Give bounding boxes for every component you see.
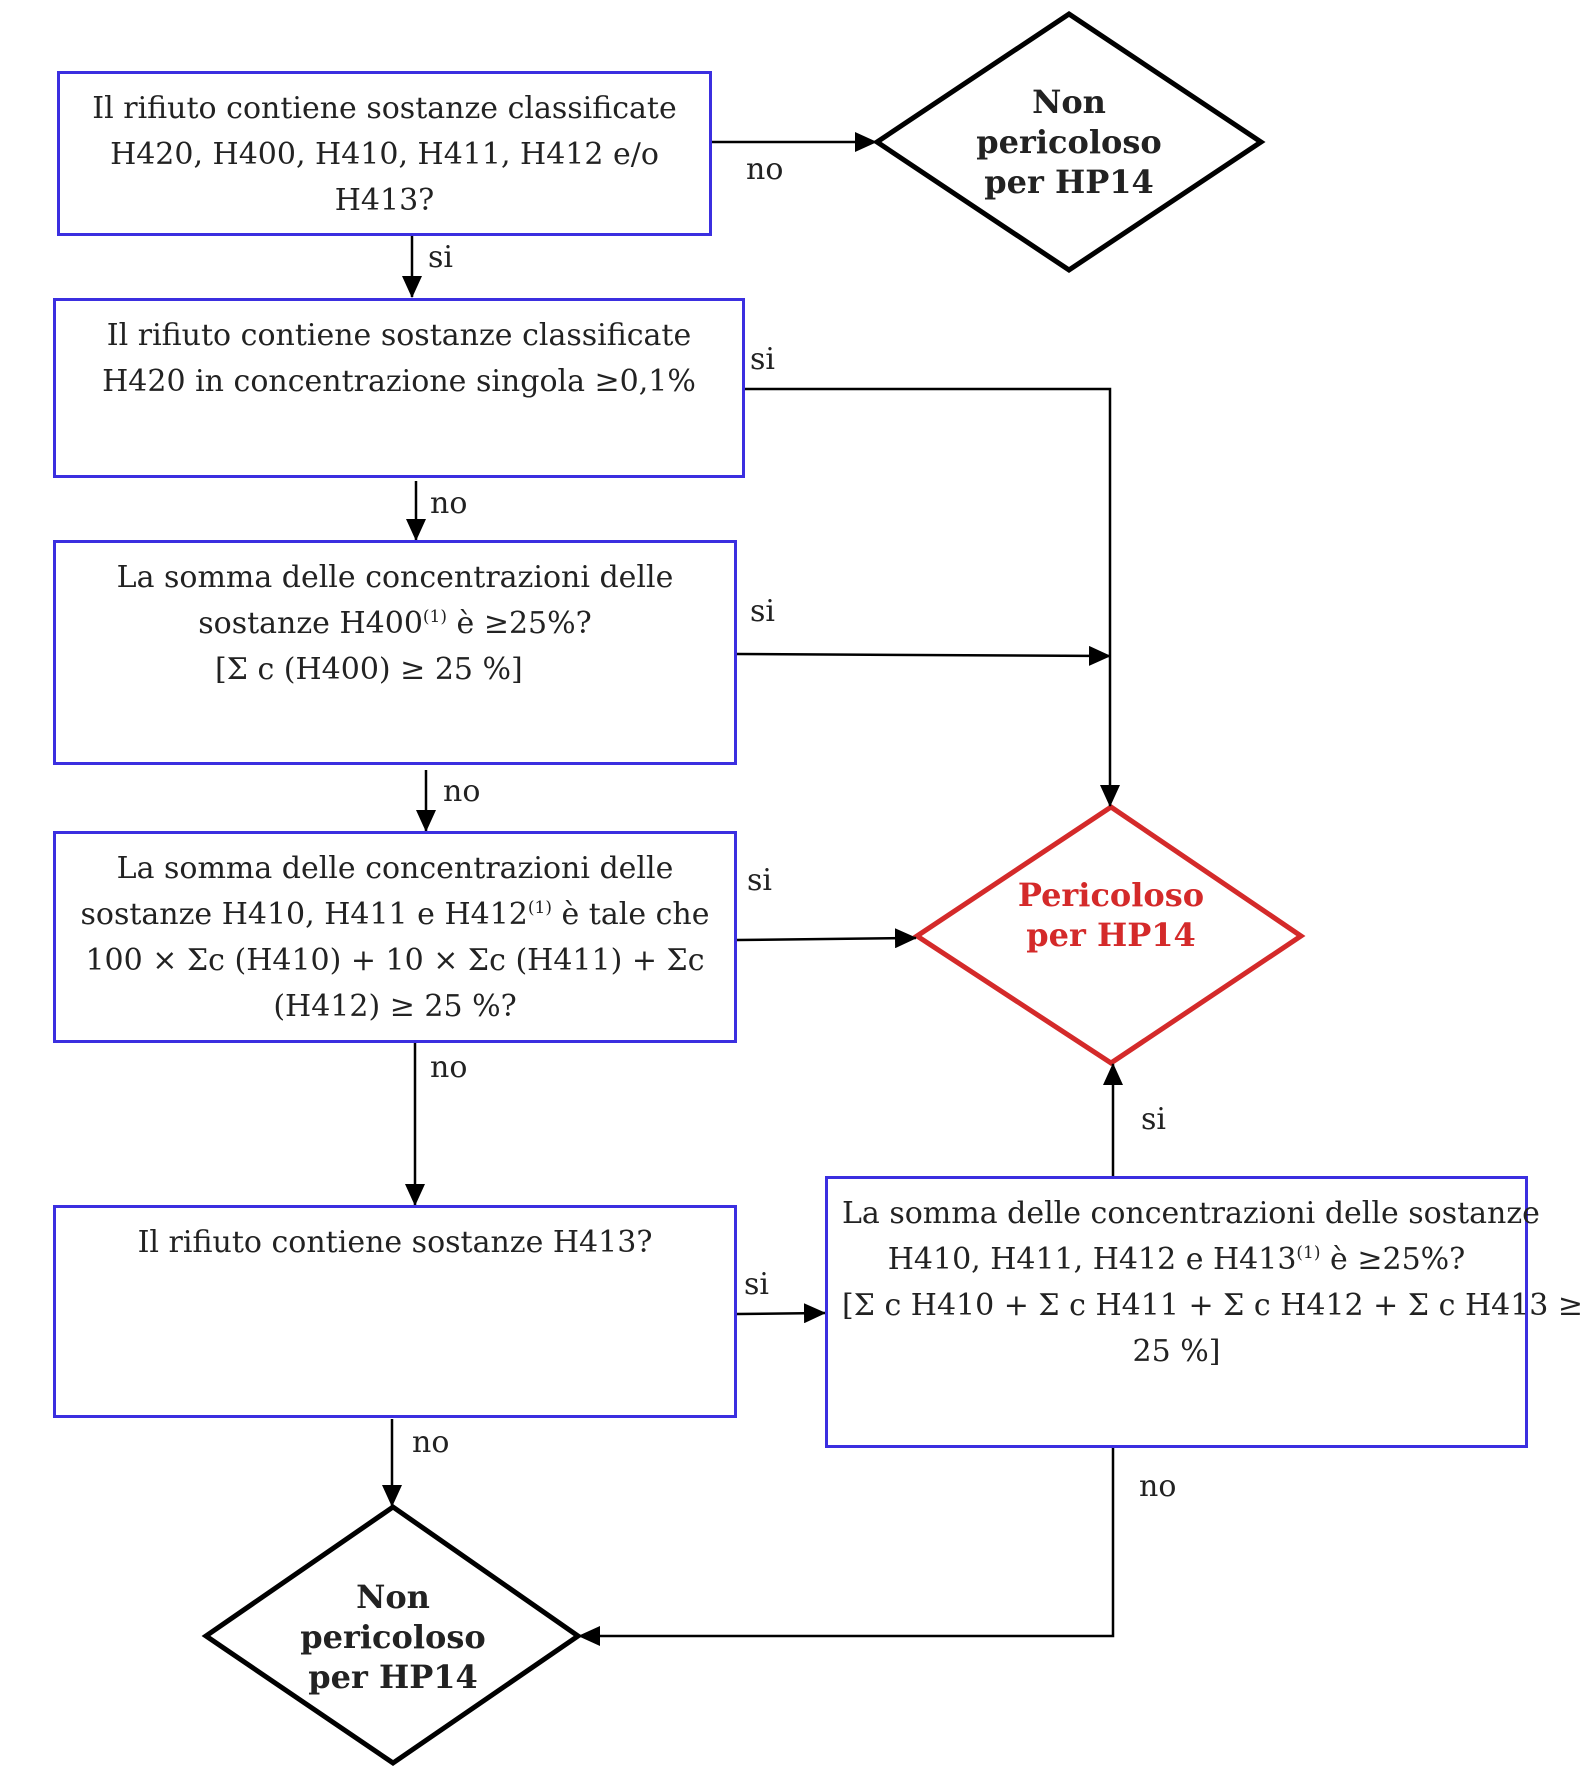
q3-line: La somma delle concentrazioni delle — [116, 560, 674, 595]
arrow-q5-si — [736, 1303, 826, 1324]
arrow-q2-si — [745, 387, 1120, 807]
outcome-text: Non — [1032, 83, 1106, 121]
q6-line2-text: H410, H411, H412 e H413 — [887, 1242, 1297, 1277]
label-q2-si: si — [750, 342, 775, 377]
question-box-q1: Il rifiuto contiene sostanze classificat… — [57, 71, 712, 236]
outcome-text: per HP14 — [984, 163, 1154, 201]
outcome-text: pericoloso — [976, 123, 1162, 161]
label-q4-si: si — [747, 863, 772, 898]
question-box-q6: La somma delle concentrazioni delle sost… — [825, 1176, 1583, 1448]
question-box-q3: La somma delle concentrazioni delle sost… — [53, 540, 737, 765]
outcome-diamond-non-pericoloso-bottom — [201, 1503, 583, 1767]
outcome-text: Pericoloso — [1017, 876, 1205, 914]
q4-line: sostanze H410, H411 e H412(1) è tale che — [70, 892, 720, 938]
q4-line2-tail: è tale che — [551, 897, 710, 932]
label-q6-no: no — [1139, 1469, 1177, 1504]
question-box-q4: La somma delle concentrazioni delle sost… — [53, 831, 737, 1043]
label-q5-no: no — [412, 1425, 450, 1460]
outcome-text: pericoloso — [300, 1618, 486, 1656]
q1-line: Il rifiuto contiene sostanze classificat… — [92, 91, 677, 126]
q3-line: [Σ c (H400) ≥ 25 %] — [215, 652, 523, 687]
question-box-q2: Il rifiuto contiene sostanze classificat… — [53, 298, 745, 478]
q4-line2-text: sostanze H410, H411 e H412 — [80, 897, 528, 932]
arrow-q3-si — [736, 645, 1111, 666]
outcome-pericoloso: Pericoloso per HP14 — [981, 875, 1241, 955]
q3-line: sostanze H400(1) è ≥25%? — [70, 601, 720, 647]
label-q1-si: si — [428, 240, 453, 275]
outcome-non-pericoloso-top: Non pericoloso per HP14 — [939, 82, 1199, 202]
question-box-q5: Il rifiuto contiene sostanze H413? — [53, 1205, 737, 1418]
q6-line: [Σ c H410 + Σ c H411 + Σ c H412 + Σ c H4… — [842, 1288, 1583, 1323]
label-q2-no: no — [430, 486, 468, 521]
outcome-text: per HP14 — [1026, 916, 1196, 954]
outcome-non-pericoloso-bottom: Non pericoloso per HP14 — [263, 1577, 523, 1697]
label-q3-no: no — [443, 774, 481, 809]
q4-line: (H412) ≥ 25 %? — [273, 989, 517, 1024]
q6-line: La somma delle concentrazioni delle sost… — [842, 1196, 1540, 1231]
label-q5-si: si — [744, 1267, 769, 1302]
arrow-q4-si — [736, 928, 917, 949]
q2-line: Il rifiuto contiene sostanze classificat… — [106, 318, 692, 353]
outcome-text: per HP14 — [308, 1658, 478, 1696]
footnote-ref: (1) — [422, 607, 447, 627]
q3-line2-tail: è ≥25%? — [447, 606, 592, 641]
label-q3-si: si — [750, 594, 775, 629]
q6-line: H410, H411, H412 e H413(1) è ≥25%? — [842, 1237, 1511, 1283]
footnote-ref: (1) — [1296, 1243, 1321, 1263]
q1-line: H413? — [334, 183, 435, 218]
q6-line2-tail: è ≥25%? — [1320, 1242, 1466, 1277]
label-q4-no: no — [430, 1050, 468, 1085]
label-q6-si: si — [1141, 1102, 1166, 1137]
q6-line: 25 %] — [1132, 1334, 1221, 1369]
q3-line2-text: sostanze H400 — [198, 606, 423, 641]
q2-line: H420 in concentrazione singola ≥0,1% — [102, 364, 696, 399]
outcome-diamond-non-pericoloso-top — [872, 10, 1266, 274]
q4-line: La somma delle concentrazioni delle — [116, 851, 674, 886]
arrow-q6-no — [578, 1448, 1115, 1646]
footnote-ref: (1) — [527, 898, 552, 918]
q1-line: H420, H400, H410, H411, H412 e/o — [110, 137, 659, 172]
outcome-text: Non — [356, 1578, 430, 1616]
q5-line: Il rifiuto contiene sostanze H413? — [137, 1225, 653, 1260]
label-q1-no: no — [746, 152, 784, 187]
q4-line: 100 × Σc (H410) + 10 × Σc (H411) + Σc — [85, 943, 705, 978]
